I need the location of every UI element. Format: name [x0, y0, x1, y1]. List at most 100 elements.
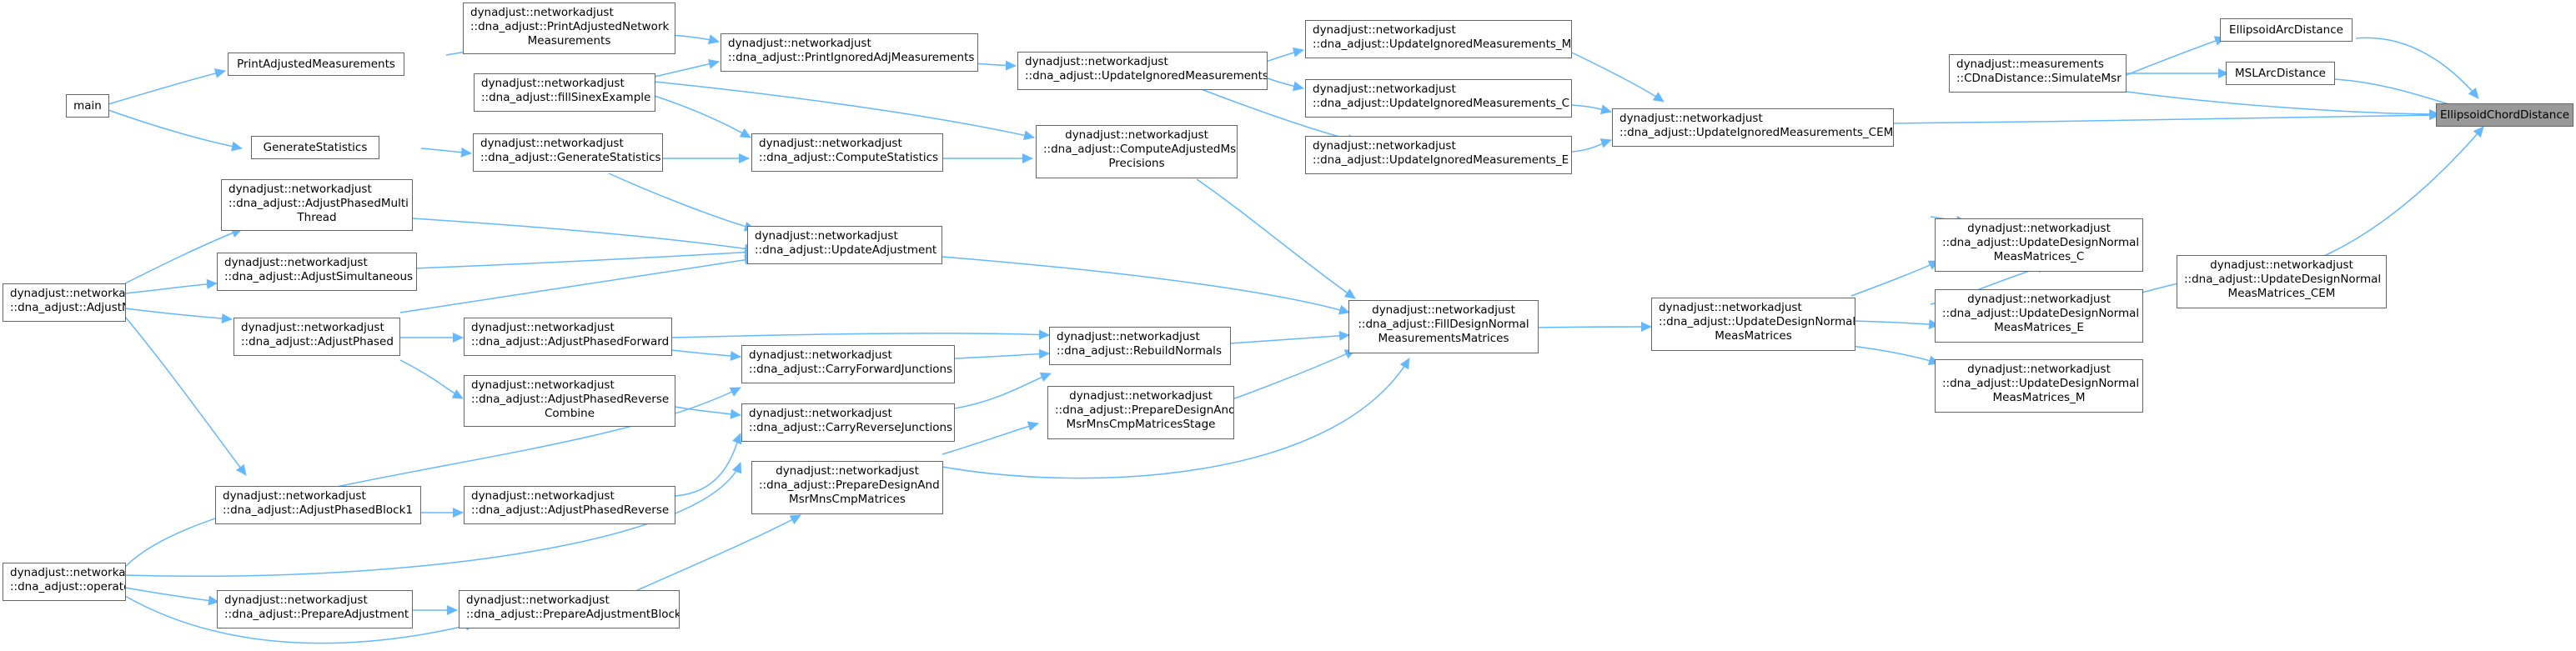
node-label: ::dna_adjust::PrepareDesignAnd	[1055, 403, 1234, 417]
node-adjustphasedreversecombine[interactable]: dynadjust::networkadjust ::dna_adjust::A…	[464, 375, 675, 427]
node-updatedesign-e[interactable]: dynadjust::networkadjust ::dna_adjust::U…	[1935, 289, 2143, 343]
node-updateignored[interactable]: dynadjust::networkadjust ::dna_adjust::U…	[1017, 52, 1268, 90]
node-label: dynadjust::networkadjust	[728, 37, 871, 50]
node-label: main	[73, 98, 102, 113]
edge	[608, 173, 756, 232]
edge	[1263, 76, 1304, 92]
node-label: MeasMatrices_C	[1993, 250, 2085, 263]
node-adjustphasedmultithread[interactable]: dynadjust::networkadjust ::dna_adjust::A…	[221, 179, 413, 231]
node-computeadjustedmsrprecisions[interactable]: dynadjust::networkadjust ::dna_adjust::C…	[1036, 125, 1238, 178]
node-updateignored-m[interactable]: dynadjust::networkadjust ::dna_adjust::U…	[1305, 20, 1572, 58]
node-label: ::dna_adjust::AdjustSimultaneous	[224, 270, 414, 283]
node-generatestatistics[interactable]: GenerateStatistics	[251, 136, 379, 159]
edge	[654, 81, 1035, 141]
node-label: ::dna_adjust::RebuildNormals	[1057, 344, 1222, 358]
node-label: dynadjust::networkadjust	[480, 137, 624, 150]
node-adjustphasedforward[interactable]: dynadjust::networkadjust ::dna_adjust::A…	[464, 318, 672, 356]
node-label: Thread	[297, 211, 337, 224]
node-label: ::dna_adjust::operator=	[10, 580, 125, 593]
node-label: MeasMatrices	[1715, 329, 1792, 343]
node-label: ::dna_adjust::UpdateDesignNormal	[2184, 273, 2382, 286]
node-label: dynadjust::networkadjust	[749, 348, 892, 362]
node-fillsinexexample[interactable]: dynadjust::networkadjust ::dna_adjust::f…	[474, 73, 655, 112]
node-adjustphasedreverse[interactable]: dynadjust::networkadjust ::dna_adjust::A…	[464, 486, 675, 524]
edge	[670, 349, 741, 361]
node-label: ::dna_adjust::PrintIgnoredAdjMeasurement…	[728, 51, 975, 64]
node-label: ::dna_adjust::CarryForwardJunctions	[749, 363, 953, 376]
node-label: Precisions	[1108, 157, 1165, 170]
edge	[124, 587, 219, 606]
node-label: dynadjust::networkadjust	[471, 489, 615, 503]
node-label: dynadjust::networkadjust	[10, 287, 126, 300]
node-ellipsoidarcdistance[interactable]: EllipsoidArcDistance	[2220, 18, 2353, 42]
node-updatedesign-m[interactable]: dynadjust::networkadjust ::dna_adjust::U…	[1935, 359, 2143, 413]
node-label: ::dna_adjust::CarryReverseJunctions	[749, 421, 953, 434]
edge	[124, 595, 476, 644]
node-label: ::dna_adjust::AdjustPhasedForward	[471, 335, 670, 348]
node-adjustnetwork[interactable]: dynadjust::networkadjust ::dna_adjust::A…	[3, 283, 126, 322]
edge	[1571, 104, 1612, 115]
node-label: dynadjust::networkadjust	[241, 321, 384, 334]
node-updatedesign-cem[interactable]: dynadjust::networkadjust ::dna_adjust::U…	[2177, 255, 2387, 308]
node-preparedesignstage[interactable]: dynadjust::networkadjust ::dna_adjust::P…	[1047, 386, 1234, 439]
node-label: ::dna_adjust::PrepareAdjustmentBlock	[466, 608, 680, 621]
node-label: EllipsoidArcDistance	[2229, 23, 2343, 37]
node-main[interactable]: main	[66, 94, 109, 118]
node-ellipsoidchorddistance[interactable]: EllipsoidChordDistance	[2436, 103, 2573, 127]
node-simulatemsr[interactable]: dynadjust::measurements ::CDnaDistance::…	[1949, 54, 2127, 93]
node-adjustphasedblock1[interactable]: dynadjust::networkadjust ::dna_adjust::A…	[215, 486, 421, 524]
node-preparedesign[interactable]: dynadjust::networkadjust ::dna_adjust::P…	[751, 461, 943, 514]
node-rebuildnormals[interactable]: dynadjust::networkadjust ::dna_adjust::R…	[1049, 327, 1231, 365]
node-label: dynadjust::networkadjust	[224, 593, 368, 607]
node-label: ::dna_adjust::UpdateDesignNormal	[1942, 307, 2140, 320]
node-printadjustedmeasurements[interactable]: PrintAdjustedMeasurements	[228, 53, 404, 76]
edge	[2126, 36, 2226, 76]
node-computestatistics[interactable]: dynadjust::networkadjust ::dna_adjust::C…	[751, 133, 943, 172]
node-mslarcdistance[interactable]: MSLArcDistance	[2226, 62, 2335, 85]
edge	[1229, 349, 1356, 401]
node-label: dynadjust::networkadjust	[471, 321, 615, 334]
node-label: dynadjust::networkadjust	[471, 378, 615, 392]
edge	[954, 348, 1050, 359]
node-label: ::dna_adjust::UpdateDesignNormal	[1659, 315, 1855, 328]
node-updateignored-c[interactable]: dynadjust::networkadjust ::dna_adjust::U…	[1305, 79, 1572, 118]
edge	[1263, 47, 1304, 63]
node-updatedesignnormal[interactable]: dynadjust::networkadjust ::dna_adjust::U…	[1651, 298, 1855, 351]
node-printadjustednetwork[interactable]: dynadjust::networkadjust ::dna_adjust::P…	[463, 3, 675, 54]
node-updateignored-e[interactable]: dynadjust::networkadjust ::dna_adjust::U…	[1305, 136, 1572, 174]
node-generatestatistics-dna[interactable]: dynadjust::networkadjust ::dna_adjust::G…	[473, 133, 663, 172]
node-printignoredadj[interactable]: dynadjust::networkadjust ::dna_adjust::P…	[721, 33, 978, 72]
node-updatedesign-c[interactable]: dynadjust::networkadjust ::dna_adjust::U…	[1935, 218, 2143, 272]
node-label: ::dna_adjust::GenerateStatistics	[480, 151, 661, 164]
node-label: dynadjust::networkadjust	[1372, 303, 1515, 317]
edge	[1196, 178, 1356, 299]
node-prepareadjustment[interactable]: dynadjust::networkadjust ::dna_adjust::P…	[217, 590, 413, 628]
edge	[1850, 319, 1940, 330]
node-operator[interactable]: dynadjust::networkadjust ::dna_adjust::o…	[3, 563, 126, 601]
node-label: ::dna_adjust::UpdateIgnoredMeasurements	[1025, 69, 1268, 83]
node-label: dynadjust::networkadjust	[1313, 83, 1456, 96]
node-label: dynadjust::networkadjust	[466, 593, 610, 607]
node-label: ::dna_adjust::FillDesignNormal	[1358, 318, 1529, 331]
node-adjustsimultaneous[interactable]: dynadjust::networkadjust ::dna_adjust::A…	[217, 253, 417, 291]
node-carryforwardjunctions[interactable]: dynadjust::networkadjust ::dna_adjust::C…	[741, 345, 955, 383]
node-label: ::dna_adjust::UpdateDesignNormal	[1942, 377, 2140, 390]
node-label: EllipsoidChordDistance	[2439, 108, 2570, 122]
node-carryreversejunctions[interactable]: dynadjust::networkadjust ::dna_adjust::C…	[741, 403, 955, 442]
node-label: dynadjust::networkadjust	[470, 6, 614, 19]
node-updateadjustment[interactable]: dynadjust::networkadjust ::dna_adjust::U…	[747, 226, 942, 264]
node-label: MeasurementsMatrices	[1378, 332, 1509, 345]
node-label: Measurements	[527, 34, 611, 48]
edge	[942, 358, 1410, 479]
edge	[942, 421, 1039, 455]
node-updateignored-cem[interactable]: dynadjust::networkadjust ::dna_adjust::U…	[1612, 108, 1894, 147]
node-adjustphased[interactable]: dynadjust::networkadjust ::dna_adjust::A…	[233, 318, 400, 356]
edge	[954, 372, 1052, 409]
node-label: dynadjust::networkadjust	[1313, 23, 1456, 37]
node-label: dynadjust::networkadjust	[1967, 293, 2111, 306]
node-label: dynadjust::networkadjust	[1619, 112, 1763, 125]
node-filldesignnormal[interactable]: dynadjust::networkadjust ::dna_adjust::F…	[1348, 300, 1539, 353]
node-prepareadjustmentblock[interactable]: dynadjust::networkadjust ::dna_adjust::P…	[459, 590, 680, 628]
edge	[633, 514, 801, 593]
